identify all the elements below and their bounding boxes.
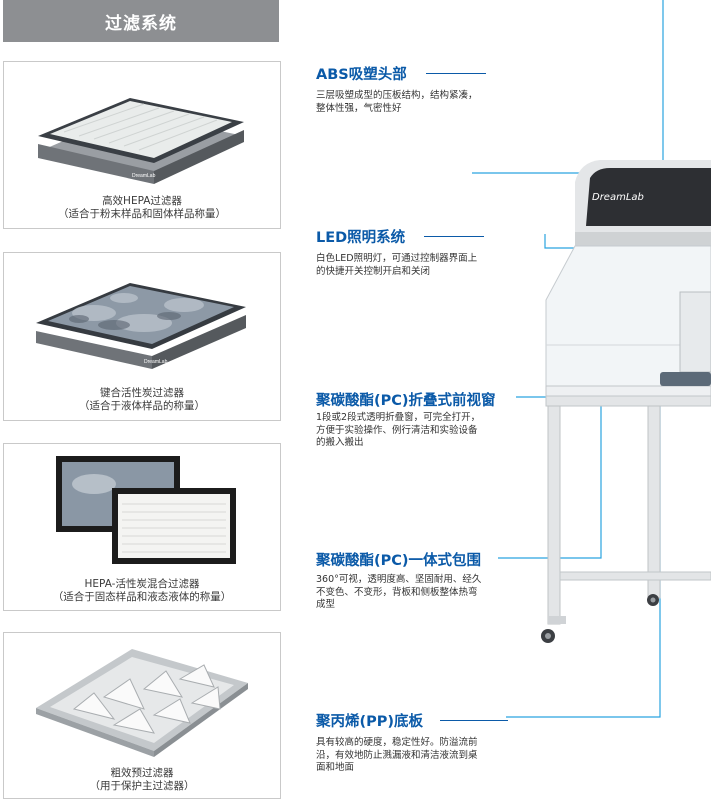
filter-caption: 高效HEPA过滤器 bbox=[102, 195, 182, 207]
brand-logo: DreamLab bbox=[132, 173, 156, 179]
feature-title: 聚丙烯(PP)底板 bbox=[316, 714, 424, 730]
brand-logo: DreamLab bbox=[592, 192, 644, 203]
filter-caption-note: （适合于固态样品和液态液体的称量） bbox=[52, 591, 232, 603]
callout-lines bbox=[472, 0, 664, 718]
feature-divider bbox=[426, 73, 486, 74]
section-title: 过滤系统 bbox=[3, 0, 279, 42]
feature-title: LED照明系统 bbox=[316, 230, 406, 246]
feature-desc: 具有较高的硬度，稳定性好。防溢流前沿，有效地防止溅漏液和清洁液流到桌面和地面 bbox=[316, 737, 478, 773]
feature-title: 聚碳酸酯(PC)一体式包围 bbox=[316, 553, 482, 569]
filter-column: 过滤系统 DreamLab 高效HEPA过滤器 （适合于粉末样品和固体样品称量） bbox=[0, 0, 286, 801]
hybrid-filter-image bbox=[56, 456, 236, 564]
hepa-filter-image: DreamLab bbox=[38, 98, 244, 184]
feature-divider bbox=[424, 236, 484, 237]
feature-desc: 白色LED照明灯，可通过控制器界面上的快捷开关控制开启和关闭 bbox=[316, 253, 478, 277]
feature-title: 聚碳酸酯(PC)折叠式前视窗 bbox=[316, 393, 496, 409]
feature-desc: 360°可视，透明度高、坚固耐用、经久不变色、不变形，背板和侧板整体热弯成型 bbox=[316, 574, 482, 610]
filter-card-carbon: DreamLab 键合活性炭过滤器 （适合于液体样品的称量） bbox=[3, 252, 281, 421]
filter-card-hybrid: HEPA-活性炭混合过滤器 （适合于固态样品和液态液体的称量） bbox=[3, 443, 281, 611]
feature-divider bbox=[440, 720, 508, 721]
carbon-filter-image: DreamLab bbox=[36, 283, 246, 369]
feature-desc: 三层吸塑成型的压板结构，结构紧凑，整体性强，气密性好 bbox=[316, 90, 478, 114]
feature-title: ABS吸塑头部 bbox=[316, 67, 407, 83]
filter-caption: HEPA-活性炭混合过滤器 bbox=[84, 578, 200, 590]
filter-caption-note: （适合于粉末样品和固体样品称量） bbox=[58, 208, 226, 220]
filter-card-prefilter: 粗效预过滤器 （用于保护主过滤器） bbox=[3, 632, 281, 799]
filter-caption-note: （用于保护主过滤器） bbox=[89, 780, 195, 792]
filter-caption-note: （适合于液体样品的称量） bbox=[79, 400, 205, 412]
prefilter-image bbox=[36, 649, 248, 757]
led-control-knob bbox=[598, 252, 610, 270]
filter-card-hepa: DreamLab 高效HEPA过滤器 （适合于粉末样品和固体样品称量） bbox=[3, 61, 281, 229]
brand-logo: DreamLab bbox=[144, 359, 168, 365]
filter-caption: 粗效预过滤器 bbox=[110, 767, 174, 779]
filter-caption: 键合活性炭过滤器 bbox=[100, 387, 184, 399]
feature-desc: 1段或2段式透明折叠窗，可完全打开，方便于实验操作、例行清洁和实验设备的搬入搬出 bbox=[316, 412, 481, 448]
